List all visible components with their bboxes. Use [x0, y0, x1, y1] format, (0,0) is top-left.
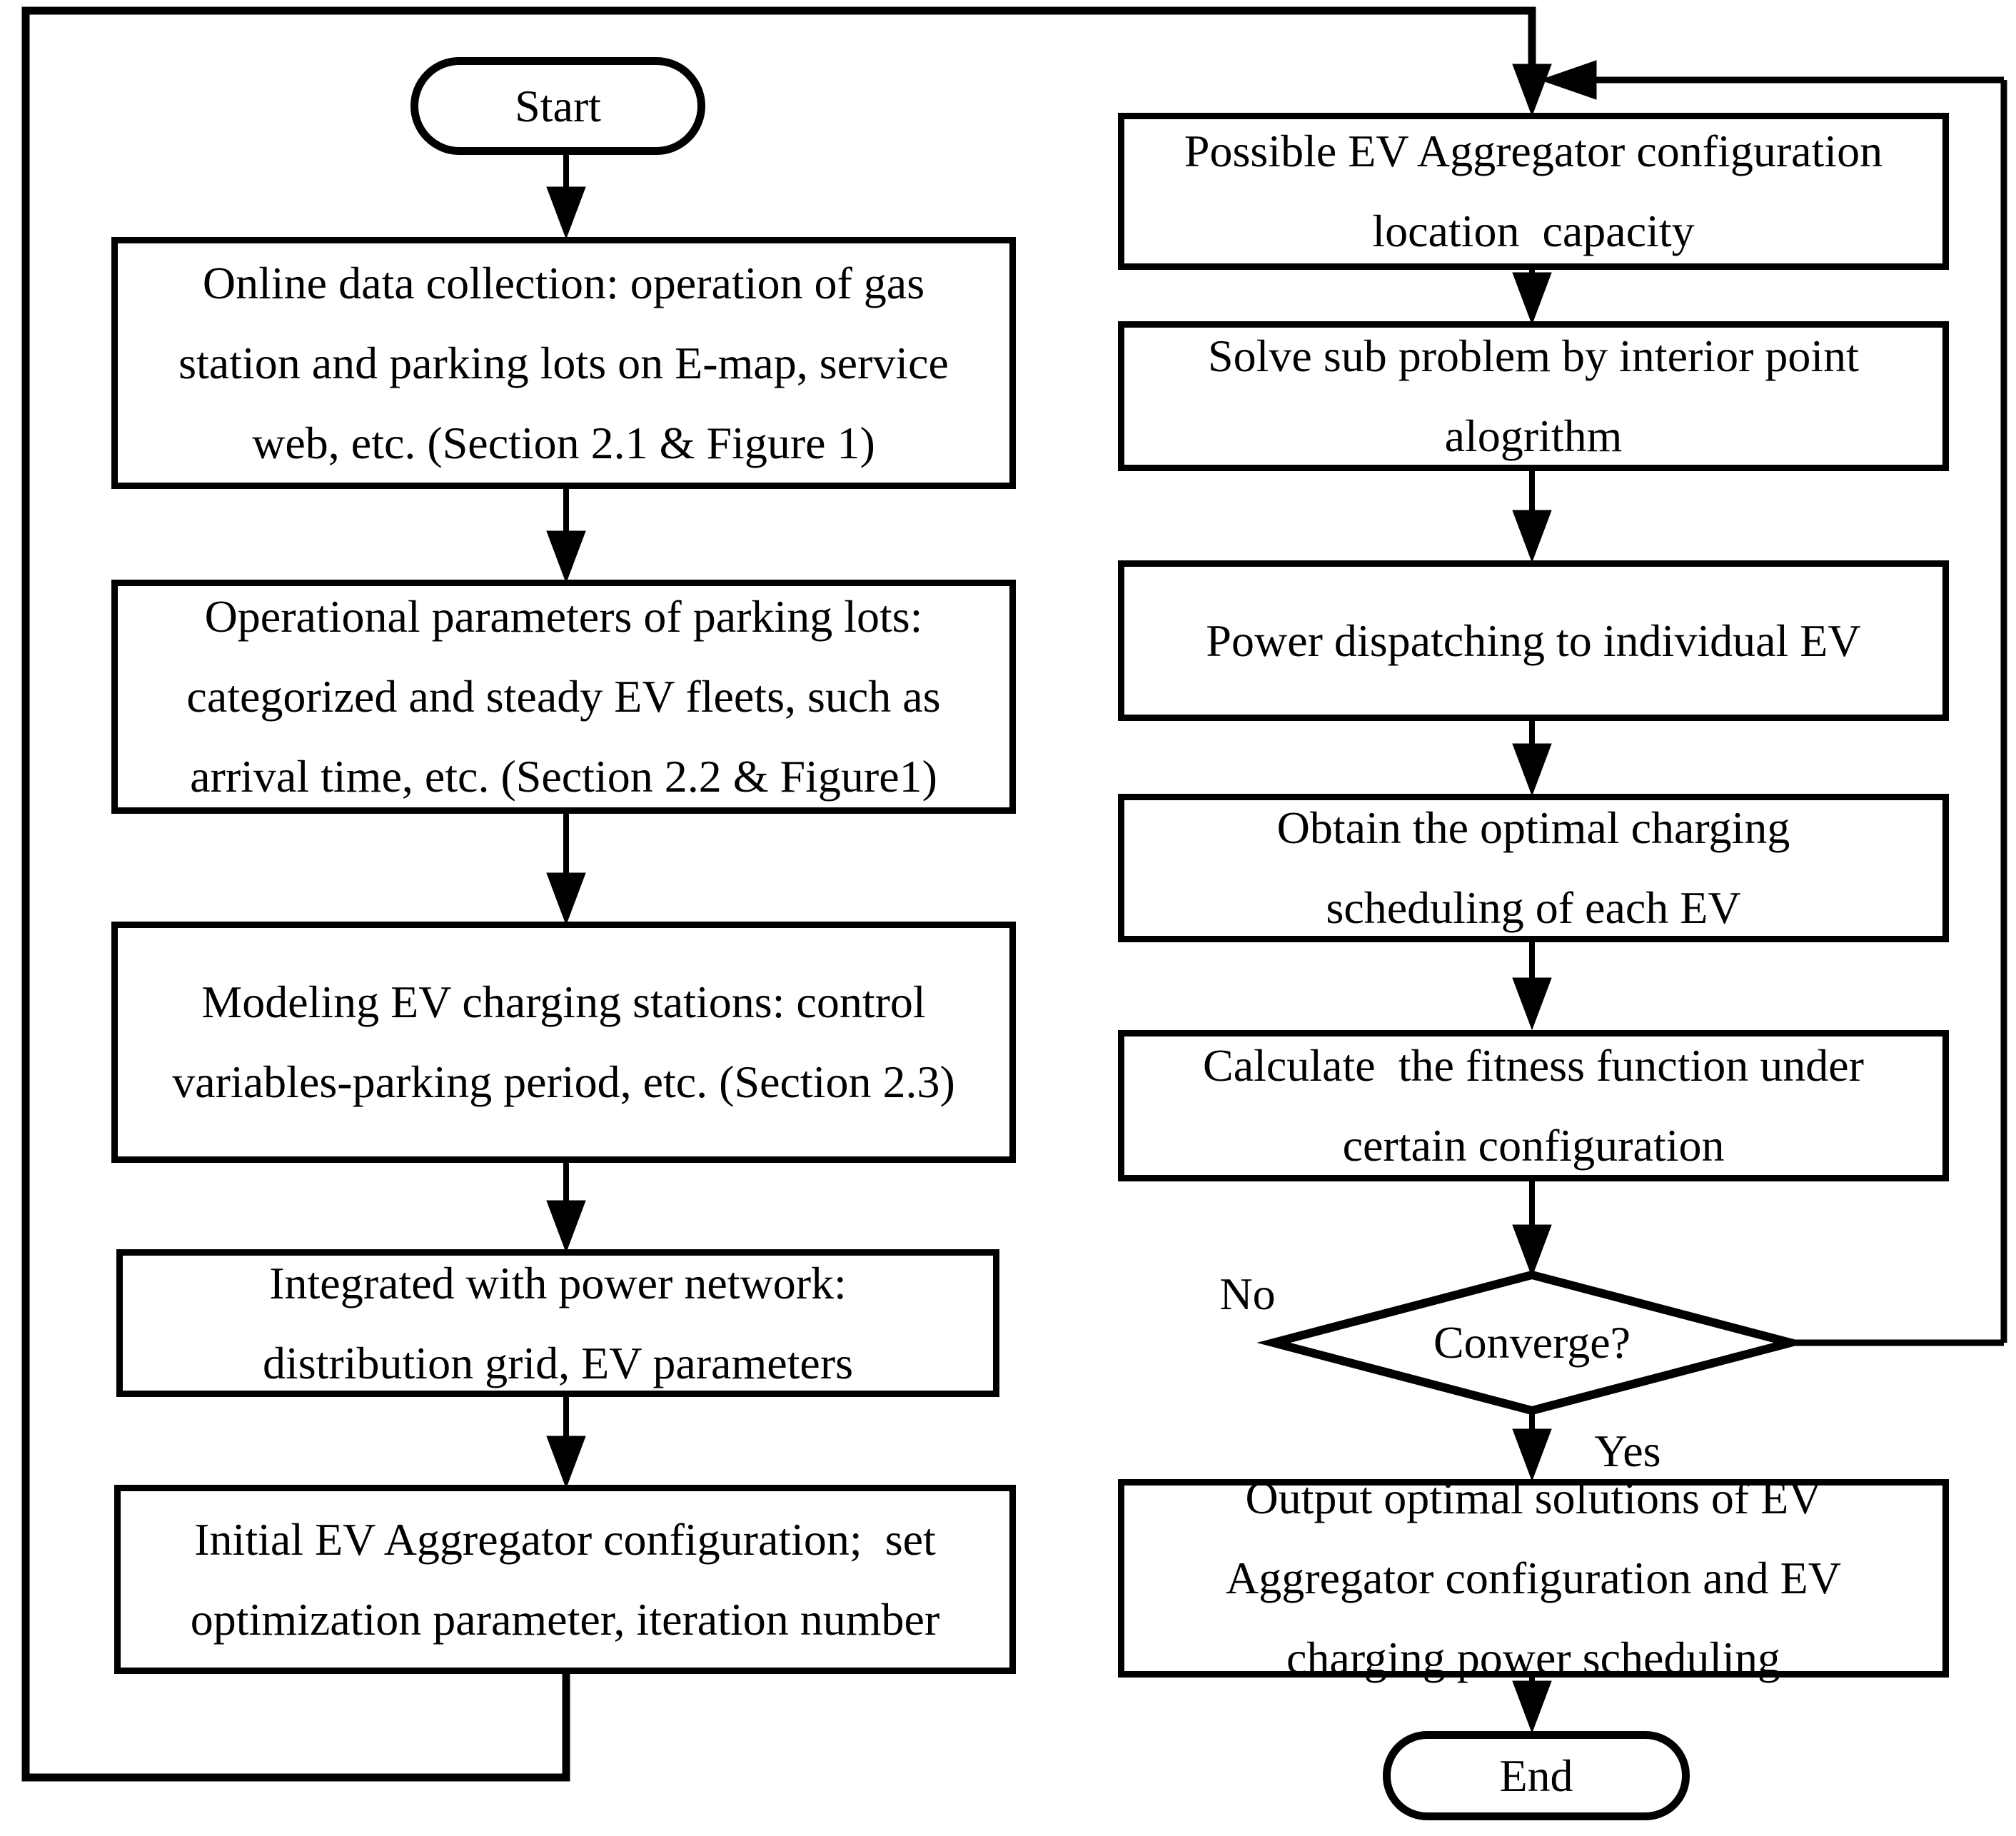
- end-node: End: [1383, 1731, 1690, 1820]
- process-integrated-power-network: Integrated with power network: distribut…: [116, 1249, 999, 1397]
- process-obtain-optimal-charging: Obtain the optimal charging scheduling o…: [1118, 794, 1949, 942]
- arrowhead-into-possible-config: [1512, 64, 1552, 117]
- arrowhead-online-data-to-operational-params: [546, 530, 586, 584]
- process-label: Output optimal solutions of EV Aggregato…: [1226, 1473, 1841, 1683]
- arrowhead-output-to-end: [1512, 1680, 1552, 1734]
- decision-diamond-shape: [1256, 1270, 1808, 1416]
- decision-label: Converge?: [1433, 1317, 1631, 1368]
- branch-label-no: No: [1171, 1256, 1324, 1331]
- branch-label-yes: Yes: [1553, 1413, 1703, 1488]
- process-calculate-fitness: Calculate the fitness function under cer…: [1118, 1030, 1949, 1181]
- process-modeling-ev-charging-stations: Modeling EV charging stations: control v…: [111, 922, 1016, 1163]
- process-label: Possible EV Aggregator configuration loc…: [1184, 126, 1883, 256]
- arrowhead-obtain-to-calculate: [1512, 977, 1552, 1031]
- process-label: Solve sub problem by interior point alog…: [1208, 331, 1859, 461]
- process-label: Obtain the optimal charging scheduling o…: [1276, 802, 1790, 933]
- process-label: Integrated with power network: distribut…: [262, 1257, 854, 1388]
- arrowhead-converge-yes-to-output: [1512, 1428, 1552, 1482]
- yes-label: Yes: [1594, 1425, 1661, 1476]
- arrowhead-calculate-to-converge: [1512, 1224, 1552, 1278]
- start-label: Start: [515, 80, 601, 131]
- process-online-data-collection: Online data collection: operation of gas…: [111, 237, 1016, 489]
- connector-group: [21, 6, 2007, 1782]
- process-output-optimal-solutions: Output optimal solutions of EV Aggregato…: [1118, 1473, 1949, 1683]
- arrowhead-operational-params-to-modeling: [546, 872, 586, 926]
- process-power-dispatching: Power dispatching to individual EV: [1118, 560, 1949, 721]
- arrowhead-possible-config-to-solve: [1512, 272, 1552, 326]
- process-initial-ev-aggregator-config: Initial EV Aggregator configuration; set…: [114, 1485, 1016, 1674]
- arrowhead-start-to-online-data: [546, 186, 586, 240]
- process-label: Initial EV Aggregator configuration; set…: [190, 1513, 940, 1645]
- process-label: Online data collection: operation of gas…: [178, 257, 949, 468]
- process-operational-parameters: Operational parameters of parking lots: …: [111, 580, 1016, 814]
- process-label: Modeling EV charging stations: control v…: [172, 977, 955, 1107]
- process-label: Calculate the fitness function under cer…: [1203, 1040, 1864, 1171]
- arrowhead-dispatch-to-obtain: [1512, 743, 1552, 797]
- process-label: Operational parameters of parking lots: …: [186, 591, 941, 802]
- end-label: End: [1499, 1750, 1573, 1801]
- arrowhead-feedback-left: [1539, 60, 1597, 100]
- process-solve-sub-problem: Solve sub problem by interior point alog…: [1118, 321, 1949, 471]
- arrowhead-modeling-to-integrated: [546, 1200, 586, 1254]
- no-label: No: [1219, 1268, 1276, 1319]
- arrowhead-integrated-to-initial-config: [546, 1436, 586, 1489]
- process-label: Power dispatching to individual EV: [1206, 615, 1861, 666]
- arrowhead-solve-to-dispatch: [1512, 510, 1552, 563]
- decision-converge: Converge?: [1309, 1307, 1755, 1378]
- process-possible-ev-aggregator-config: Possible EV Aggregator configuration loc…: [1118, 113, 1949, 270]
- start-node: Start: [410, 57, 705, 155]
- loop-initial-config-to-possible-config: [21, 6, 1536, 1782]
